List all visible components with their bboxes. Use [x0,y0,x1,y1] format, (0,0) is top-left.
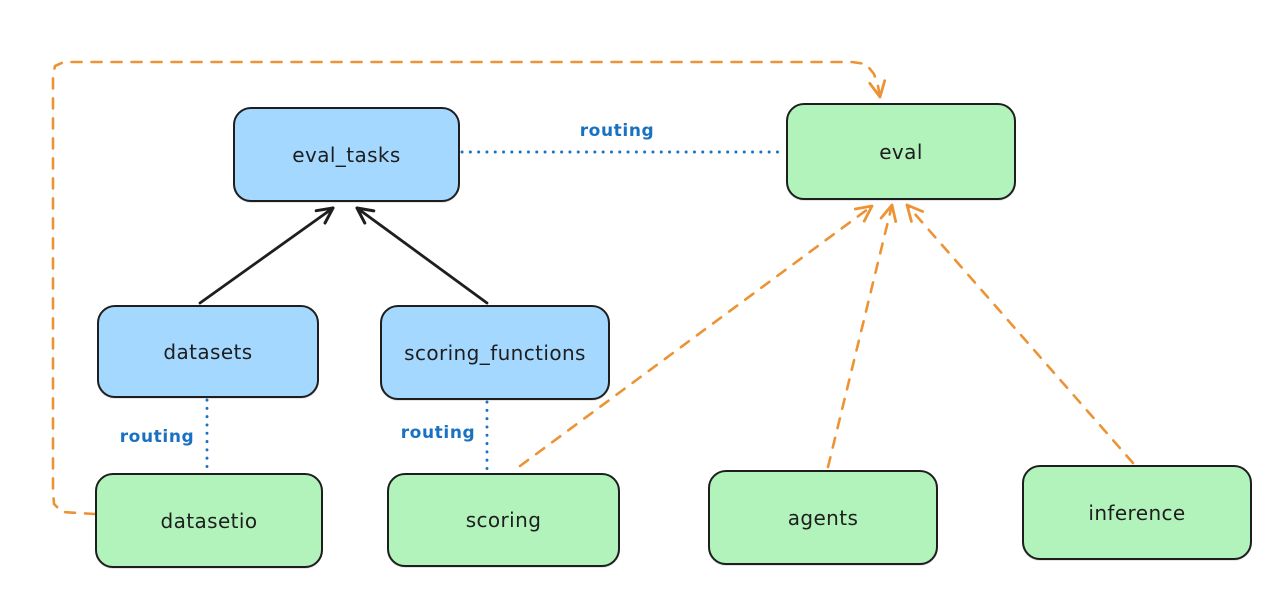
node-label: scoring_functions [404,340,586,365]
edge-scoring-to-eval [518,204,874,468]
edge-line [826,203,894,469]
edge-scoring_functions-to-eval_tasks [355,206,489,305]
arrowhead-icon [853,204,874,223]
node-eval_tasks: eval_tasks [233,107,460,202]
edge-line [198,206,335,305]
edge-datasets-to-eval_tasks [198,206,335,305]
edge-inference-to-eval [905,203,1135,465]
edge-line [518,204,874,468]
arrowhead-icon [355,206,376,225]
edge-label-routing: routing [400,423,476,443]
arrowhead-icon [314,206,335,225]
edge-line [51,60,882,516]
node-scoring_functions: scoring_functions [380,305,610,400]
node-scoring: scoring [387,473,620,567]
node-label: inference [1088,500,1186,525]
edge-datasetio-to-eval [51,60,887,516]
node-label: eval [879,139,923,164]
node-label: datasetio [160,508,258,533]
edge-line [355,206,489,305]
edge-agents-to-eval [826,203,898,469]
node-label: agents [787,505,859,530]
node-agents: agents [708,470,938,565]
edge-label-routing: routing [119,427,195,447]
node-label: scoring [465,508,542,532]
node-label: datasets [163,339,253,364]
node-datasetio: datasetio [95,473,323,568]
arrowhead-icon [868,79,887,99]
edge-line [905,203,1135,465]
arrowhead-icon [905,203,925,223]
node-inference: inference [1022,465,1252,560]
node-eval: eval [786,103,1016,200]
node-label: eval_tasks [292,142,401,167]
edge-label-routing: routing [579,121,655,141]
node-datasets: datasets [97,305,319,398]
arrowhead-icon [879,203,898,223]
